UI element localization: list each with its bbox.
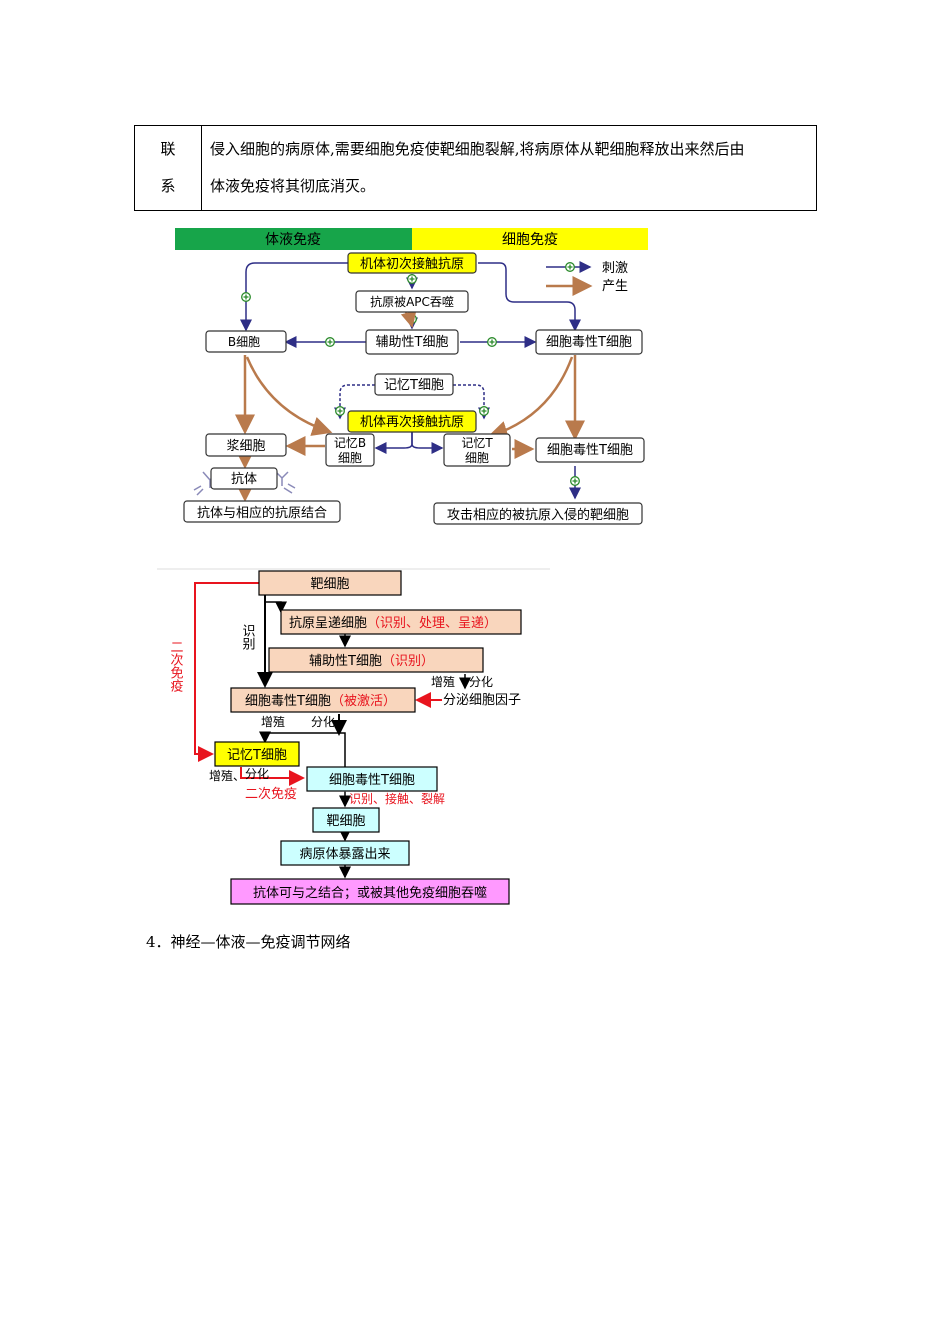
banner-cellular	[412, 228, 648, 250]
svg-text:细胞毒性T细胞: 细胞毒性T细胞	[547, 443, 633, 458]
box-final: 抗体可与之结合；或被其他免疫细胞吞噬	[230, 878, 510, 905]
diff2-label: 分化	[311, 715, 335, 729]
svg-text:抗体可与之结合；或被其他免疫细胞吞噬: 抗体可与之结合；或被其他免疫细胞吞噬	[253, 885, 487, 901]
prolif3-label: 增殖、	[209, 768, 245, 783]
secondary-mid-label: 二次免疫	[245, 786, 297, 802]
svg-text:细胞毒性T细胞（被激活）: 细胞毒性T细胞（被激活）	[245, 694, 396, 709]
contact-table: 联 系 侵入细胞的病原体,需要细胞免疫使靶细胞裂解,将病原体从靶细胞释放出来然后…	[134, 125, 817, 211]
row-text: 侵入细胞的病原体,需要细胞免疫使靶细胞裂解,将病原体从靶细胞释放出来然后由 体液…	[201, 125, 817, 211]
svg-text:辅助性T细胞（识别）: 辅助性T细胞（识别）	[309, 654, 434, 669]
box-cytotoxic-t-2: 细胞毒性T细胞	[306, 766, 438, 792]
prolif2-label: 增殖	[261, 714, 285, 729]
svg-text:靶细胞: 靶细胞	[326, 814, 365, 829]
banner-humoral-label: 体液免疫	[265, 232, 321, 248]
row-header: 联 系	[134, 125, 202, 211]
svg-text:抗体: 抗体	[231, 472, 257, 487]
node-cytotoxic-t-top: 细胞毒性T细胞	[535, 329, 643, 355]
svg-text:机体再次接触抗原: 机体再次接触抗原	[360, 414, 464, 430]
legend-produce: 产生	[602, 279, 628, 294]
secondary-side-label: 二次免疫	[168, 640, 184, 692]
legend-stimulate: 刺激	[602, 261, 628, 276]
node-plasma: 浆细胞	[205, 433, 287, 457]
diff1-label: 分化	[469, 675, 493, 689]
node-b-cell: B细胞	[205, 330, 287, 353]
antibody-icon-left	[193, 471, 218, 496]
box-target-cell: 靶细胞	[258, 570, 402, 596]
svg-text:记忆T: 记忆T	[461, 436, 493, 450]
box-apc: 抗原呈递细胞（识别、处理、呈递）	[280, 609, 522, 635]
svg-text:机体初次接触抗原: 机体初次接触抗原	[360, 256, 464, 272]
svg-text:抗原被APC吞噬: 抗原被APC吞噬	[370, 294, 454, 309]
svg-text:浆细胞: 浆细胞	[226, 439, 265, 454]
immune-diagram-2: 二次免疫 二次免疫 识别 增殖 分化 增殖 分化 增殖、 分化 识别、接触、裂解…	[157, 568, 550, 905]
secrete-label: 分泌细胞因子	[443, 693, 521, 708]
node-antibody: 抗体	[210, 467, 278, 490]
node-second-contact: 机体再次接触抗原	[347, 410, 477, 433]
box-pathogen: 病原体暴露出来	[280, 840, 410, 866]
node-cytotoxic-t-bottom: 细胞毒性T细胞	[535, 437, 645, 463]
svg-text:靶细胞: 靶细胞	[310, 577, 349, 592]
svg-text:细胞: 细胞	[338, 451, 362, 465]
svg-text:B细胞: B细胞	[228, 335, 260, 349]
banner-humoral	[175, 228, 412, 250]
box-target-cell-2: 靶细胞	[312, 807, 380, 833]
box-cytotoxic-t: 细胞毒性T细胞（被激活）	[230, 687, 416, 713]
node-apc: 抗原被APC吞噬	[355, 290, 469, 313]
box-memory-t: 记忆T细胞	[214, 741, 300, 767]
node-helper-t: 辅助性T细胞	[365, 329, 459, 355]
svg-text:记忆T细胞: 记忆T细胞	[227, 747, 287, 763]
row-text-line-2: 体液免疫将其彻底消灭。	[210, 177, 376, 195]
node-antibody-bind: 抗体与相应的抗原结合	[183, 500, 341, 523]
row-text-line-1: 侵入细胞的病原体,需要细胞免疫使靶细胞裂解,将病原体从靶细胞释放出来然后由	[210, 140, 745, 158]
actions-label: 识别、接触、裂解	[349, 791, 445, 806]
svg-text:病原体暴露出来: 病原体暴露出来	[299, 847, 390, 862]
node-attack: 攻击相应的被抗原入侵的靶细胞	[433, 502, 643, 525]
svg-text:抗原呈递细胞（识别、处理、呈递）: 抗原呈递细胞（识别、处理、呈递）	[289, 616, 497, 631]
node-first-contact: 机体初次接触抗原	[347, 252, 477, 274]
svg-text:细胞: 细胞	[465, 451, 489, 465]
svg-text:辅助性T细胞: 辅助性T细胞	[376, 335, 449, 350]
immune-diagram-1: 体液免疫 细胞免疫 刺激 产生 机体初次接触抗原	[175, 228, 648, 525]
svg-text:记忆B: 记忆B	[334, 436, 366, 450]
banner-cellular-label: 细胞免疫	[502, 232, 558, 248]
svg-text:抗体与相应的抗原结合: 抗体与相应的抗原结合	[197, 505, 327, 521]
antibody-icon-right	[275, 471, 296, 494]
node-memory-b: 记忆B 细胞	[325, 433, 375, 467]
diff3-label: 分化	[245, 767, 269, 781]
svg-text:攻击相应的被抗原入侵的靶细胞: 攻击相应的被抗原入侵的靶细胞	[447, 507, 629, 523]
section-heading: 4．神经—体液—免疫调节网络	[146, 933, 351, 951]
node-memory-t-bottom: 记忆T 细胞	[443, 433, 511, 467]
svg-text:记忆T细胞: 记忆T细胞	[384, 377, 444, 393]
prolif1-label: 增殖	[431, 674, 455, 689]
node-memory-t-top: 记忆T细胞	[374, 373, 454, 396]
recognize-label: 识别	[240, 624, 256, 651]
svg-text:细胞毒性T细胞: 细胞毒性T细胞	[546, 335, 632, 350]
box-helper-t: 辅助性T细胞（识别）	[268, 647, 484, 673]
svg-text:细胞毒性T细胞: 细胞毒性T细胞	[329, 773, 415, 788]
